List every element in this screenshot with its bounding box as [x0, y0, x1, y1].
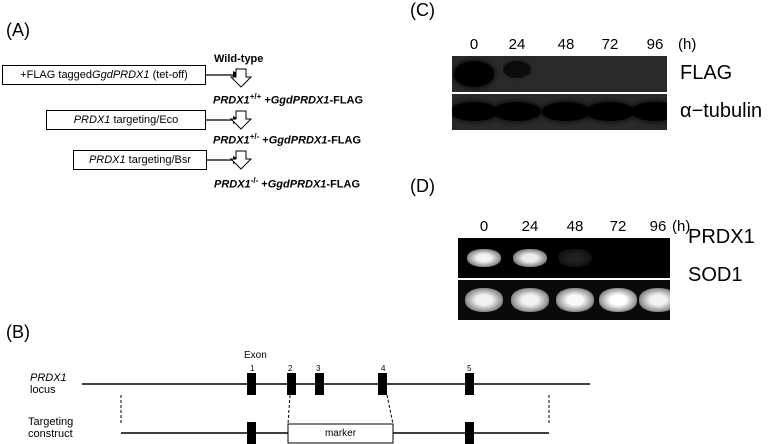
exon-number-3: 3 — [316, 364, 321, 373]
sod1-row-label: SOD1 — [688, 264, 743, 286]
exon-number-2: 2 — [288, 364, 293, 373]
panel-label-a: (A) — [6, 20, 30, 40]
genotype-plus-minus: PRDX1+/- +GgdPRDX1-FLAG — [213, 132, 361, 147]
panel-label-b: (B) — [6, 322, 30, 342]
prdx1-band — [467, 249, 501, 267]
locus-gene: PRDX1 — [30, 372, 67, 384]
d-timepoint-24: 24 — [521, 218, 539, 235]
genotype1-tag: -FLAG — [329, 94, 364, 107]
bsr-box-gene: PRDX1 — [88, 154, 126, 166]
flag-tag-box: +FLAG tagged GgdPRDX1 (tet-off) — [2, 65, 206, 85]
d-timepoint-96: 96 — [649, 218, 667, 235]
sod1-band — [599, 288, 637, 312]
genotype-plus-plus: PRDX1+/+ +GgdPRDX1-FLAG — [213, 92, 363, 107]
marker-label: marker — [324, 428, 357, 439]
panel-label-c: (C) — [410, 0, 435, 20]
c-timepoint-72: 72 — [601, 36, 619, 53]
targeting-construct-label: Targeting construct — [28, 416, 73, 440]
genotype1-tag-gene: GgdPRDX1 — [270, 94, 330, 107]
d-timepoint-0: 0 — [479, 218, 489, 235]
construct-exon-1 — [247, 422, 256, 444]
tag-box-gene: GgdPRDX1 — [92, 69, 150, 81]
tubulin-band — [542, 102, 590, 121]
dashed-connector — [287, 394, 291, 425]
tubulin-blot — [452, 94, 667, 130]
genotype3-sup: -/- — [250, 176, 259, 185]
genotype1-gene: PRDX1 — [213, 94, 250, 107]
prdx1-band — [513, 249, 547, 267]
bsr-box-suffix: targeting/Bsr — [125, 154, 192, 166]
eco-box-gene: PRDX1 — [73, 114, 111, 126]
tubulin-band — [586, 102, 634, 121]
exon-number-1: 1 — [250, 364, 255, 373]
tubulin-band — [452, 102, 498, 121]
tubulin-band — [493, 102, 541, 121]
c-timepoint-96: 96 — [646, 36, 664, 53]
bsr-targeting-box: PRDX1 targeting/Bsr — [73, 150, 207, 170]
exon-3 — [315, 373, 324, 395]
genotype2-tag-gene: GgdPRDX1 — [268, 134, 328, 147]
exon-number-4: 4 — [381, 364, 386, 373]
locus-word: locus — [30, 384, 56, 396]
genotype3-plus: + — [258, 178, 268, 191]
c-timepoint-48: 48 — [557, 36, 575, 53]
genotype2-gene: PRDX1 — [213, 134, 250, 147]
prdx1-gel — [458, 238, 670, 278]
dashed-connector — [386, 394, 394, 425]
exon-1 — [247, 373, 256, 395]
exon-5 — [465, 373, 474, 395]
genotype2-plus: + — [259, 134, 269, 147]
eco-targeting-box: PRDX1 targeting/Eco — [46, 110, 206, 130]
prdx1-band — [558, 249, 592, 267]
tubulin-row-label: α−tubulin — [680, 100, 763, 122]
down-arrow-icon — [229, 150, 253, 170]
d-timepoint-72: 72 — [609, 218, 627, 235]
genotype1-plus: + — [261, 94, 271, 107]
eco-box-suffix: targeting/Eco — [110, 114, 179, 126]
tubulin-band — [631, 102, 667, 121]
c-unit-label: (h) — [678, 36, 697, 53]
prdx1-row-label: PRDX1 — [688, 226, 755, 248]
c-timepoint-0: 0 — [469, 36, 479, 53]
construct-exon-5 — [465, 422, 474, 444]
c-timepoint-24: 24 — [508, 36, 526, 53]
tag-box-suffix: (tet-off) — [149, 69, 188, 81]
sod1-band — [465, 288, 503, 312]
construct-word: construct — [28, 428, 73, 440]
flag-row-label: FLAG — [680, 62, 733, 84]
flag-blot — [452, 56, 667, 92]
genotype3-tag-gene: GgdPRDX1 — [267, 178, 327, 191]
sod1-gel — [458, 280, 670, 320]
targeting-word: Targeting — [28, 416, 74, 428]
genotype1-sup: +/+ — [249, 92, 262, 101]
locus-label: PRDX1 locus — [30, 372, 67, 396]
flag-band — [454, 61, 494, 87]
exon-2 — [287, 373, 296, 395]
tag-box-prefix: +FLAG tagged — [20, 69, 93, 81]
down-arrow-icon — [229, 68, 253, 88]
exon-title: Exon — [244, 350, 267, 361]
d-timepoint-48: 48 — [566, 218, 584, 235]
panel-label-d: (D) — [410, 176, 435, 196]
genotype3-gene: PRDX1 — [214, 178, 251, 191]
wild-type-label: Wild-type — [214, 53, 264, 65]
sod1-band — [639, 288, 670, 312]
sod1-band — [556, 288, 594, 312]
exon-number-5: 5 — [467, 364, 472, 373]
sod1-band — [511, 288, 549, 312]
genotype2-sup: +/- — [249, 132, 260, 141]
d-unit-label: (h) — [672, 218, 691, 235]
down-arrow-icon — [229, 110, 253, 130]
genotype2-tag: -FLAG — [327, 134, 362, 147]
flag-band — [503, 61, 531, 78]
exon-4 — [378, 373, 387, 395]
genotype-minus-minus: PRDX1-/- +GgdPRDX1-FLAG — [214, 176, 360, 191]
genotype3-tag: -FLAG — [326, 178, 361, 191]
